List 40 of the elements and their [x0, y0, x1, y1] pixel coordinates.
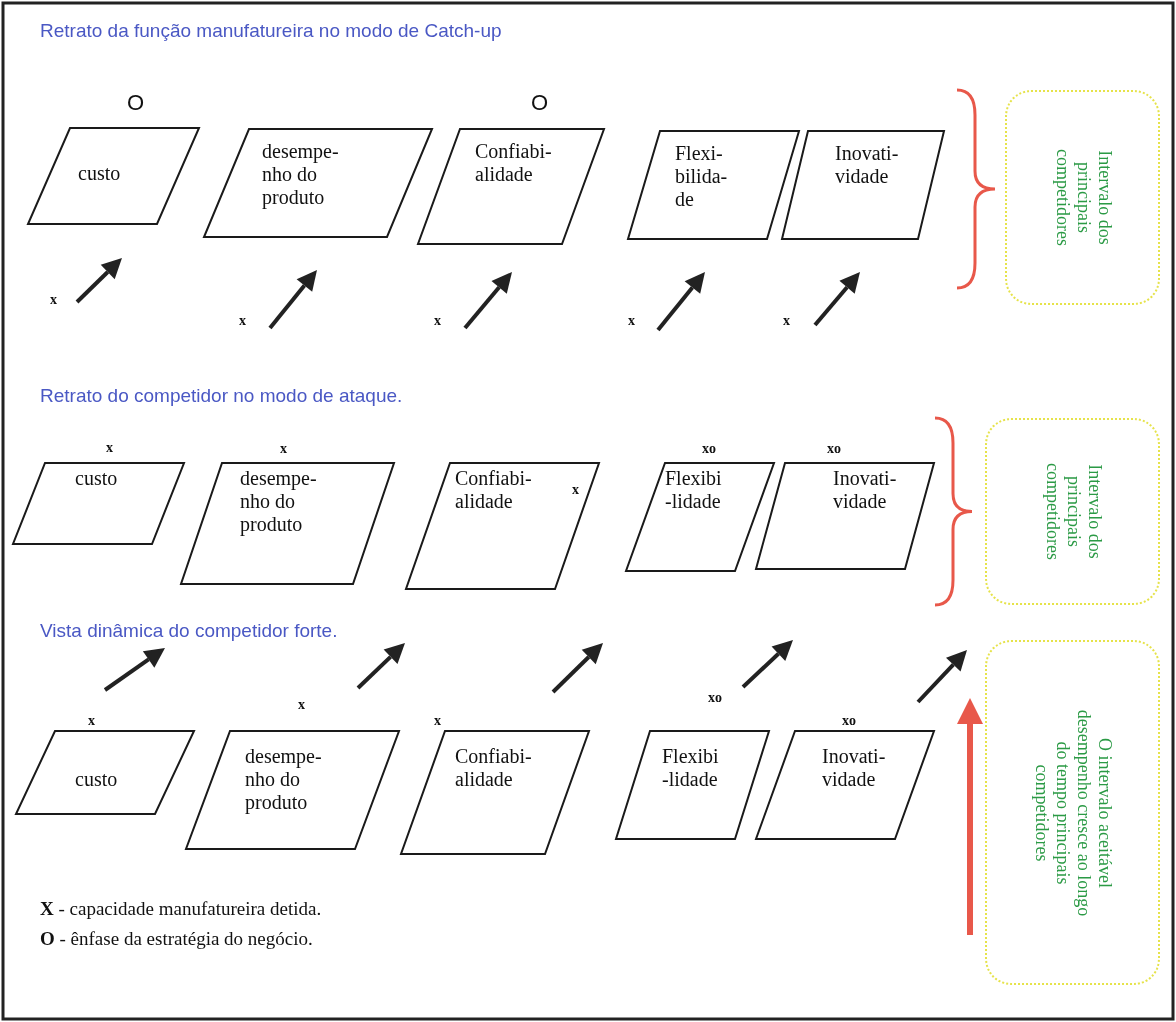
node-label: Confiabi- alidade	[455, 467, 533, 513]
section-title: Vista dinâmica do competidor forte.	[40, 620, 338, 642]
node-label: Flexi- bilida- de	[675, 142, 729, 211]
node-label: Confiabi- alidade	[455, 745, 533, 791]
legend-note: X - capacidade manufatureira detida.	[40, 898, 322, 920]
node-label: Confiabi- alidade	[475, 140, 553, 186]
capability-mark: x	[434, 713, 441, 729]
node-label: Flexibi -lidade	[665, 467, 723, 513]
note-text: O intervalo aceitável desempenho cresce ao longo do tempo principais competidores	[1030, 708, 1115, 918]
note-text: Intervalo dos principais competidores	[1051, 148, 1114, 248]
node-label: Inovati- vidade	[835, 142, 900, 188]
node-label: Flexibi -lidade	[662, 745, 720, 791]
capability-mark: x	[88, 713, 95, 729]
capability-mark: xo	[708, 690, 722, 706]
node-label: custo	[78, 162, 122, 185]
emphasis-mark: O	[127, 90, 145, 116]
section-title: Retrato da função manufatureira no modo de Catch-up	[40, 20, 502, 42]
capability-mark: x	[239, 313, 246, 329]
node-label: custo	[75, 768, 119, 791]
capability-mark: xo	[827, 441, 841, 457]
capability-mark: x	[298, 697, 305, 713]
node-label: desempe- nho do produto	[240, 467, 318, 536]
node-label: Inovati- vidade	[822, 745, 887, 791]
capability-mark: x	[783, 313, 790, 329]
legend-note: O - ênfase da estratégia do negócio.	[40, 928, 313, 950]
node-label: desempe- nho do produto	[245, 745, 323, 814]
capability-mark: x	[280, 441, 287, 457]
note-text: Intervalo dos principais competidores	[1041, 462, 1104, 562]
emphasis-mark: O	[531, 90, 549, 116]
node-label: desempe- nho do produto	[262, 140, 340, 209]
node-label: custo	[75, 467, 119, 490]
capability-mark: x	[628, 313, 635, 329]
capability-mark: x	[50, 292, 57, 308]
capability-mark: x	[572, 482, 579, 498]
capability-mark: x	[106, 440, 113, 456]
capability-mark: xo	[842, 713, 856, 729]
node-label: Inovati- vidade	[833, 467, 898, 513]
capability-mark: xo	[702, 441, 716, 457]
section-title: Retrato do competidor no modo de ataque.	[40, 385, 403, 407]
capability-mark: x	[434, 313, 441, 329]
